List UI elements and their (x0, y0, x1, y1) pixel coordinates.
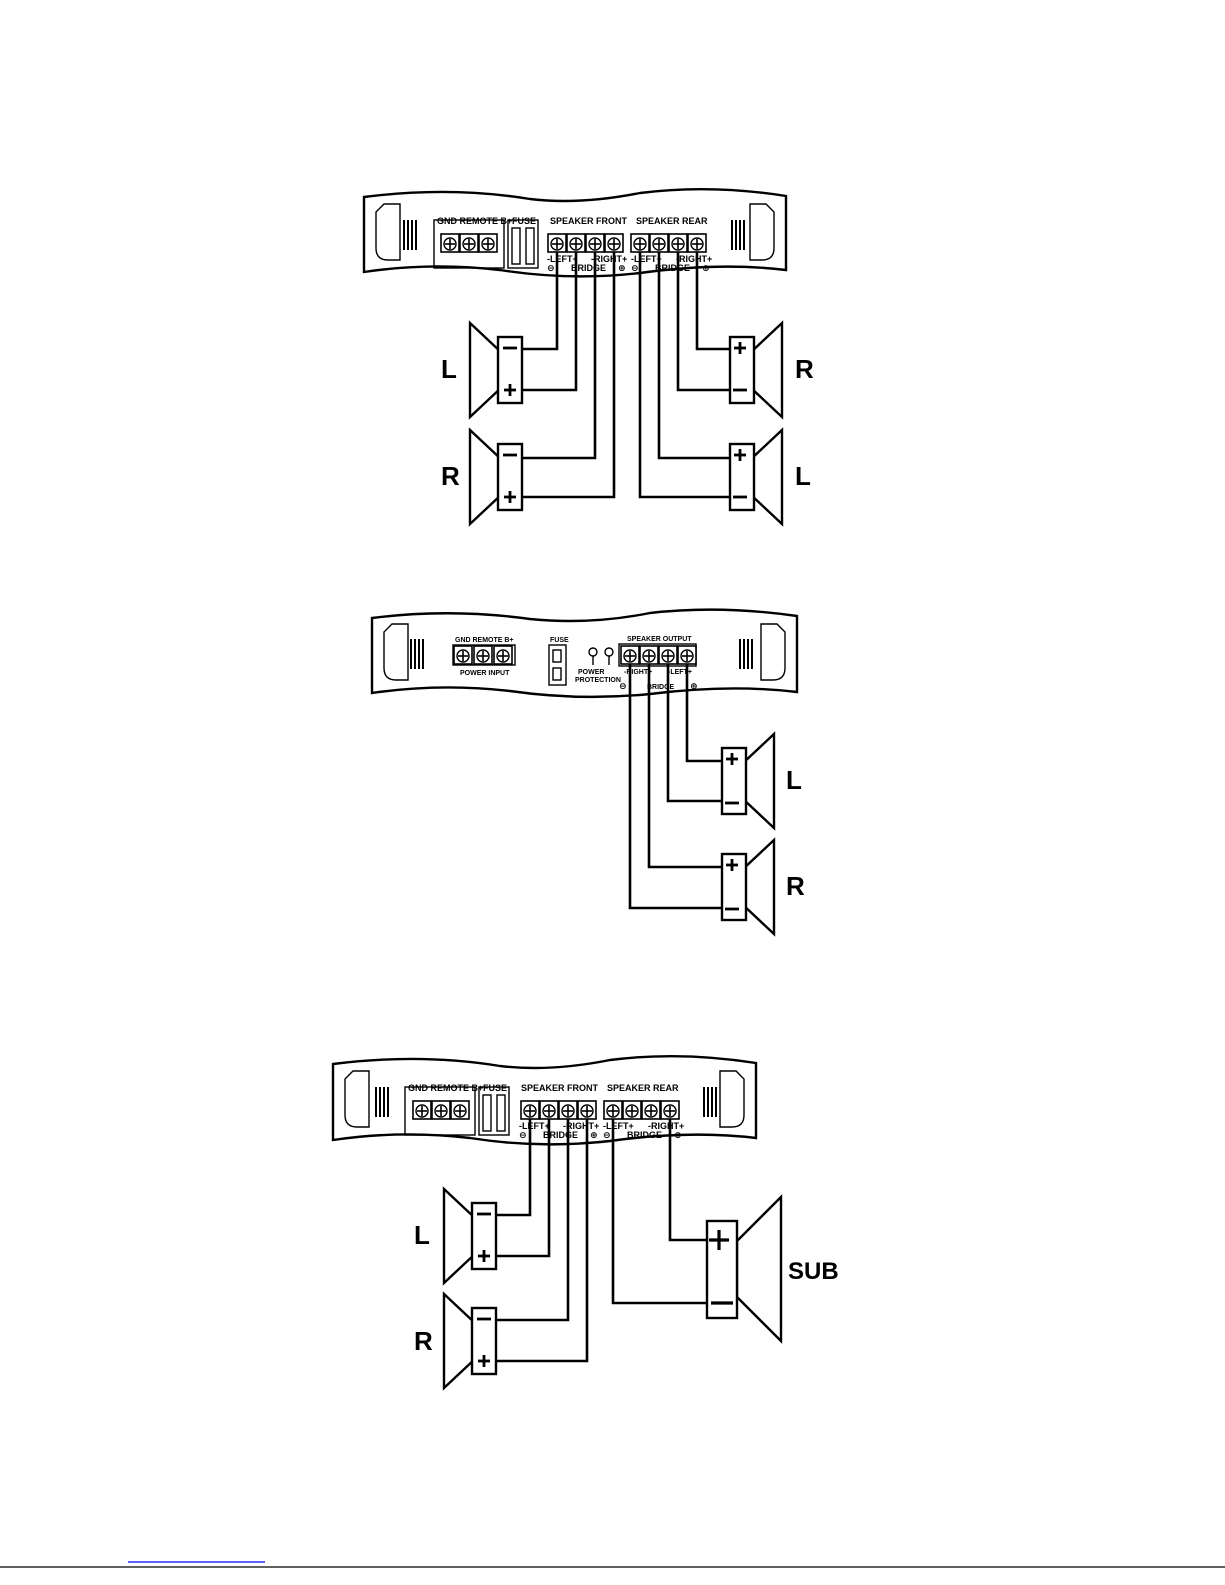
front-right-label: -RIGHT+ (591, 254, 627, 264)
wire-rr-minus (676, 252, 730, 392)
fuse-label-3ch: FUSE (483, 1083, 507, 1093)
amplifier-panel: GND REMOTE B+ FUSE SPEAKER FRONT SPEAKER… (362, 187, 788, 278)
bridge-rear-label: BRIDGE (655, 263, 690, 273)
power-label-3ch: GND REMOTE B+ (408, 1083, 483, 1093)
diagram-2ch-stereo: GND REMOTE B+ POWER INPUT FUSE POWER PRO… (370, 608, 805, 936)
bridge-label-2ch: BRIDGE (647, 684, 675, 691)
speaker-rear-label-3ch: SPEAKER REAR (607, 1083, 679, 1093)
diagram-4ch-stereo: GND REMOTE B+ FUSE SPEAKER FRONT SPEAKER… (362, 187, 814, 526)
speaker-label-out-left: L (786, 765, 802, 795)
fuse-label-2ch: FUSE (550, 637, 569, 644)
wire3-fr-minus (494, 1119, 570, 1322)
wire-out-r-plus (647, 664, 722, 869)
bridge-plus-rear: ⊕ (702, 263, 710, 273)
wire-out-l-minus (666, 664, 722, 803)
front-left-label-3ch: -LEFT+ (519, 1121, 550, 1131)
wire3-fl-plus (494, 1119, 551, 1258)
speaker-front-label-3ch: SPEAKER FRONT (521, 1083, 599, 1093)
wire3-fr-plus (494, 1119, 589, 1363)
speaker-front-left (468, 321, 524, 419)
wire3-sub-minus (611, 1119, 707, 1305)
speaker-label-3ch-front-right: R (414, 1326, 433, 1356)
front-left-label: -LEFT+ (547, 254, 578, 264)
amplifier-panel-2ch: GND REMOTE B+ POWER INPUT FUSE POWER PRO… (370, 608, 799, 699)
wire-fl-plus (520, 252, 578, 392)
bridge-plus-2ch: ⊕ (690, 681, 698, 691)
wire-out-l-plus (685, 664, 722, 763)
rear-left-label-3ch: -LEFT+ (603, 1121, 634, 1131)
protection-line1: POWER (578, 669, 604, 676)
speaker-label-rear-left: L (795, 461, 811, 491)
power-label-2ch: GND REMOTE B+ (455, 637, 514, 644)
front-right-label-3ch: -RIGHT+ (563, 1121, 599, 1131)
wire-rl-plus (657, 252, 730, 460)
speaker-label-out-right: R (786, 871, 805, 901)
speaker-label-sub: SUB (788, 1258, 839, 1285)
wire-fl-minus (520, 252, 559, 351)
speaker-front-right (468, 428, 524, 526)
rear-right-label: -RIGHT+ (676, 254, 712, 264)
speaker-label-front-left: L (441, 354, 457, 384)
speaker-out-left (720, 732, 776, 830)
bridge-rear-label-3ch: BRIDGE (627, 1130, 662, 1140)
wire-rr-plus (695, 252, 730, 351)
protection-line2: PROTECTION (575, 677, 621, 684)
speaker-3ch-front-left (442, 1187, 498, 1285)
diagram-3ch-sub: GND REMOTE B+ FUSE SPEAKER FRONT SPEAKER… (331, 1054, 839, 1390)
speaker-output-label: SPEAKER OUTPUT (627, 636, 692, 643)
amplifier-panel-3ch: GND REMOTE B+ FUSE SPEAKER FRONT SPEAKER… (331, 1054, 758, 1146)
bridge-minus-rear: ⊖ (631, 263, 639, 273)
speaker-label-3ch-front-left: L (414, 1220, 430, 1250)
speaker-sub (705, 1194, 783, 1344)
wire-fr-minus (520, 252, 597, 460)
bridge-plus-3ch: ⊕ (590, 1130, 598, 1140)
rear-left-label: -LEFT+ (631, 254, 662, 264)
wire-out-r-minus (628, 664, 722, 910)
bridge-minus: ⊖ (547, 263, 555, 273)
rear-right-label-3ch: -RIGHT+ (648, 1121, 684, 1131)
speaker-rear-left (728, 428, 784, 526)
bridge-minus-3ch: ⊖ (519, 1130, 527, 1140)
output-left-label: -LEFT+ (668, 669, 692, 676)
speaker-label-rear-right: R (795, 354, 814, 384)
speaker-3ch-front-right (442, 1292, 498, 1390)
speaker-out-right (720, 838, 776, 936)
bridge-front-label-3ch: BRIDGE (543, 1130, 578, 1140)
speaker-rear-right (728, 321, 784, 419)
wire3-sub-plus (668, 1119, 707, 1242)
speaker-label-front-right: R (441, 461, 460, 491)
speaker-front-label: SPEAKER FRONT (550, 216, 628, 226)
output-right-label: -RIGHT+ (624, 669, 652, 676)
power-input-label: POWER INPUT (460, 670, 510, 677)
bridge-plus: ⊕ (618, 263, 626, 273)
wire3-fl-minus (494, 1119, 532, 1217)
bridge-front-label: BRIDGE (571, 263, 606, 273)
power-label: GND REMOTE B+ (437, 216, 512, 226)
bridge-minus-rear-3ch: ⊖ (603, 1130, 611, 1140)
wire-rl-minus (638, 252, 730, 499)
speaker-rear-label: SPEAKER REAR (636, 216, 708, 226)
bridge-plus-rear-3ch: ⊕ (674, 1130, 682, 1140)
fuse-label: FUSE (512, 216, 536, 226)
wire-fr-plus (520, 252, 616, 499)
bridge-minus-2ch: ⊖ (619, 681, 627, 691)
